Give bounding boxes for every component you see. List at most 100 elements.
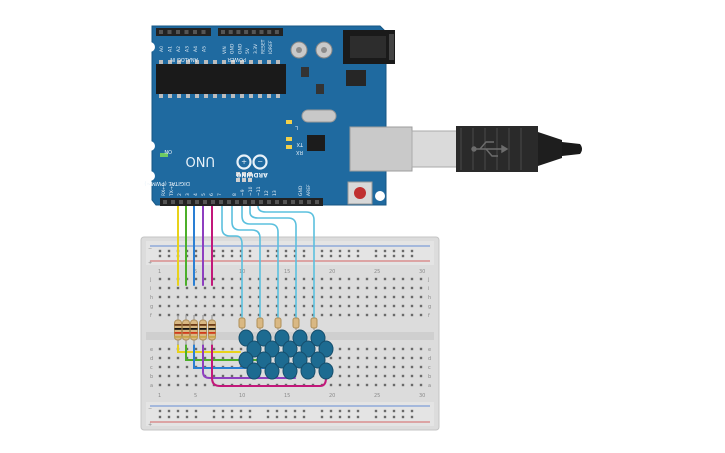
rail-hole[interactable] <box>212 249 216 253</box>
rail-hole[interactable] <box>185 415 189 419</box>
header-pin[interactable] <box>176 30 180 34</box>
terminal-hole[interactable] <box>347 295 351 299</box>
terminal-hole[interactable] <box>257 304 261 308</box>
terminal-hole[interactable] <box>221 313 225 317</box>
digital-header[interactable] <box>160 198 323 206</box>
terminal-hole[interactable] <box>212 374 216 378</box>
header-pin[interactable] <box>259 200 263 204</box>
header-pin[interactable] <box>236 30 241 34</box>
rail-hole[interactable] <box>212 409 216 413</box>
rail-hole[interactable] <box>176 409 180 413</box>
terminal-hole[interactable] <box>194 356 198 360</box>
header-pin[interactable] <box>267 200 271 204</box>
terminal-hole[interactable] <box>158 313 162 317</box>
terminal-hole[interactable] <box>203 304 207 308</box>
led[interactable] <box>310 351 326 369</box>
terminal-hole[interactable] <box>374 277 378 281</box>
terminal-hole[interactable] <box>266 304 270 308</box>
terminal-hole[interactable] <box>347 304 351 308</box>
rail-hole[interactable] <box>329 415 333 419</box>
rail-hole[interactable] <box>275 249 279 253</box>
power-header[interactable] <box>218 28 283 36</box>
terminal-hole[interactable] <box>293 277 297 281</box>
rail-hole[interactable] <box>176 415 180 419</box>
terminal-hole[interactable] <box>374 304 378 308</box>
terminal-hole[interactable] <box>284 304 288 308</box>
header-pin[interactable] <box>227 200 231 204</box>
terminal-hole[interactable] <box>158 295 162 299</box>
terminal-hole[interactable] <box>311 304 315 308</box>
terminal-hole[interactable] <box>167 313 171 317</box>
led-resistor[interactable] <box>238 317 246 329</box>
terminal-hole[interactable] <box>212 347 216 351</box>
terminal-hole[interactable] <box>239 286 243 290</box>
terminal-hole[interactable] <box>293 286 297 290</box>
terminal-hole[interactable] <box>392 356 396 360</box>
terminal-hole[interactable] <box>347 374 351 378</box>
terminal-hole[interactable] <box>329 277 333 281</box>
terminal-hole[interactable] <box>212 277 216 281</box>
terminal-hole[interactable] <box>239 295 243 299</box>
terminal-hole[interactable] <box>401 277 405 281</box>
rail-hole[interactable] <box>383 249 387 253</box>
terminal-hole[interactable] <box>374 313 378 317</box>
terminal-hole[interactable] <box>347 347 351 351</box>
terminal-hole[interactable] <box>410 374 414 378</box>
led[interactable] <box>264 340 280 358</box>
header-pin[interactable] <box>315 200 319 204</box>
terminal-hole[interactable] <box>383 295 387 299</box>
rail-hole[interactable] <box>329 249 333 253</box>
terminal-hole[interactable] <box>203 383 207 387</box>
terminal-hole[interactable] <box>365 374 369 378</box>
terminal-hole[interactable] <box>356 356 360 360</box>
terminal-hole[interactable] <box>392 313 396 317</box>
rail-hole[interactable] <box>356 249 360 253</box>
rail-hole[interactable] <box>302 249 306 253</box>
terminal-hole[interactable] <box>392 374 396 378</box>
header-pin[interactable] <box>251 30 256 34</box>
reset-button-cap[interactable] <box>354 187 366 199</box>
terminal-hole[interactable] <box>158 277 162 281</box>
rail-hole[interactable] <box>167 415 171 419</box>
terminal-hole[interactable] <box>221 347 225 351</box>
rail-hole[interactable] <box>320 415 324 419</box>
terminal-hole[interactable] <box>392 383 396 387</box>
terminal-hole[interactable] <box>194 304 198 308</box>
terminal-hole[interactable] <box>230 277 234 281</box>
led-resistor[interactable] <box>256 317 264 329</box>
terminal-hole[interactable] <box>230 347 234 351</box>
rail-hole[interactable] <box>221 249 225 253</box>
terminal-hole[interactable] <box>167 286 171 290</box>
terminal-hole[interactable] <box>302 286 306 290</box>
terminal-hole[interactable] <box>320 295 324 299</box>
terminal-hole[interactable] <box>158 356 162 360</box>
rail-hole[interactable] <box>194 415 198 419</box>
terminal-hole[interactable] <box>203 313 207 317</box>
terminal-hole[interactable] <box>293 304 297 308</box>
terminal-hole[interactable] <box>239 313 243 317</box>
terminal-hole[interactable] <box>212 304 216 308</box>
header-pin[interactable] <box>274 30 279 34</box>
terminal-hole[interactable] <box>311 313 315 317</box>
terminal-hole[interactable] <box>356 313 360 317</box>
terminal-hole[interactable] <box>158 365 162 369</box>
terminal-hole[interactable] <box>248 304 252 308</box>
header-pin[interactable] <box>171 200 175 204</box>
terminal-hole[interactable] <box>401 313 405 317</box>
terminal-hole[interactable] <box>194 383 198 387</box>
terminal-hole[interactable] <box>356 383 360 387</box>
terminal-hole[interactable] <box>257 277 261 281</box>
rail-hole[interactable] <box>338 409 342 413</box>
terminal-hole[interactable] <box>158 286 162 290</box>
terminal-hole[interactable] <box>194 277 198 281</box>
rail-hole[interactable] <box>401 409 405 413</box>
terminal-hole[interactable] <box>401 374 405 378</box>
led[interactable] <box>292 351 308 369</box>
terminal-hole[interactable] <box>311 277 315 281</box>
terminal-hole[interactable] <box>392 347 396 351</box>
icsp-pin[interactable] <box>248 178 252 182</box>
rail-hole[interactable] <box>167 249 171 253</box>
header-pin[interactable] <box>203 200 207 204</box>
terminal-hole[interactable] <box>374 295 378 299</box>
terminal-hole[interactable] <box>410 286 414 290</box>
